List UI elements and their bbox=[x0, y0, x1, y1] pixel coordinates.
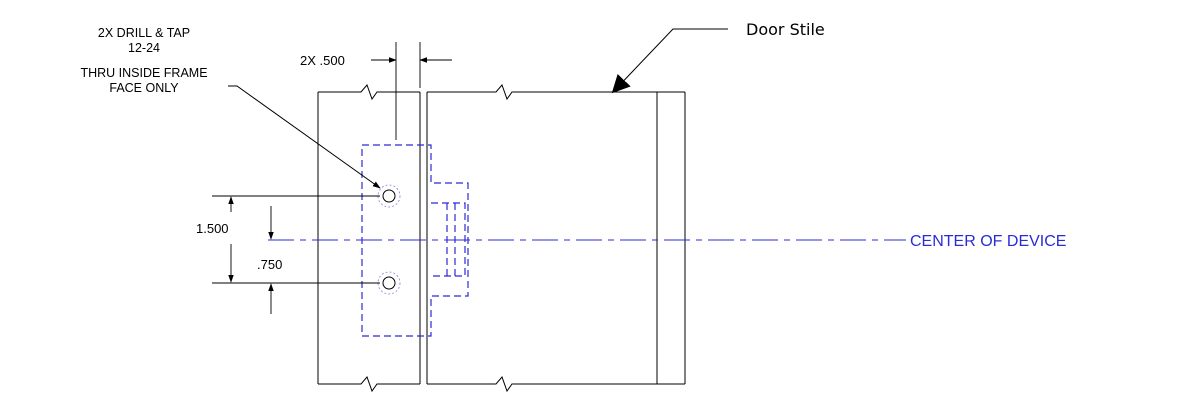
drill-tap-note: 2X DRILL & TAP 12-24 THRU INSIDE FRAME F… bbox=[80, 26, 207, 95]
door-stile-outline bbox=[426, 84, 686, 393]
drill-tap-leader bbox=[228, 85, 381, 189]
mounting-hole-upper bbox=[377, 184, 401, 208]
hole-width-dimension-text: 2X .500 bbox=[300, 53, 345, 68]
hole-spacing-dimension-text: 1.500 bbox=[196, 221, 229, 236]
center-of-device-label: CENTER OF DEVICE bbox=[910, 233, 1066, 250]
mounting-hole-lower bbox=[377, 271, 401, 295]
drill-tap-note-line-4: FACE ONLY bbox=[109, 81, 179, 95]
drill-tap-note-line-2: 12-24 bbox=[128, 41, 160, 55]
drill-tap-note-line-1: 2X DRILL & TAP bbox=[98, 26, 190, 40]
door-stile-label: Door Stile bbox=[746, 20, 825, 39]
hole-width-dimension: 2X .500 bbox=[300, 42, 452, 140]
door-stile-callout: Door Stile bbox=[611, 20, 825, 94]
frame-outline bbox=[317, 84, 421, 393]
hole-offset-dimension-text: .750 bbox=[257, 257, 282, 272]
hole-offset-dimension: .750 bbox=[257, 206, 282, 314]
drill-tap-note-line-3: THRU INSIDE FRAME bbox=[80, 66, 207, 80]
hole-spacing-dimension: 1.500 bbox=[196, 195, 380, 284]
